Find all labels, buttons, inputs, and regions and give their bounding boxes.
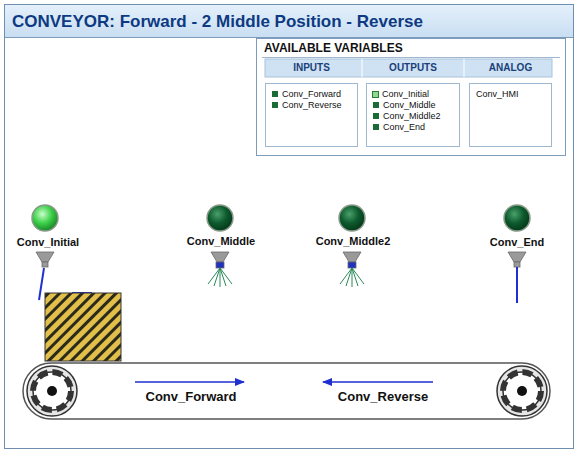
inputs-list: INPUTSConv_ForwardConv_Reverse [265,83,358,147]
variable-name: Conv_HMI [476,89,547,100]
indicator-lamps [32,205,530,231]
sensor-spray [208,268,364,287]
status-square [272,91,278,97]
column-header-band [265,59,552,77]
variables-panel [257,39,566,156]
conveyor-wheel [497,366,547,416]
analog-list: ANALOGConv_HMI [469,83,552,147]
variable-name: Conv_Reverse [272,100,353,111]
reverse-arrow [323,381,433,383]
status-square [373,113,379,119]
signal-label: Conv_Initial [17,236,79,248]
status-square [272,102,278,108]
status-square [373,102,379,108]
status-square [373,124,379,130]
status-square [373,92,378,97]
band-divider [362,59,363,77]
variable-name: Conv_Middle [373,100,455,111]
column-heading: INPUTS [266,62,357,73]
forward-arrow [135,381,244,383]
direction-label: Conv_Reverse [338,389,428,404]
conveyor-wheel [27,366,77,416]
title-text: CONVEYOR: Forward - 2 Middle Position - … [12,12,423,32]
variable-name: Conv_Middle2 [373,111,455,122]
sensor-heads [36,252,526,268]
outputs-list: OUTPUTSConv_InitialConv_MiddleConv_Middl… [366,83,460,147]
column-heading: ANALOG [470,62,551,73]
window-frame [5,5,574,449]
variable-name: Conv_Forward [272,89,353,100]
signal-label: Conv_Middle2 [316,235,391,247]
signal-label: Conv_End [490,236,544,248]
title-bar: CONVEYOR: Forward - 2 Middle Position - … [5,5,573,38]
band-divider [464,59,465,77]
variable-name: Conv_End [373,122,455,133]
panel-rule [262,57,560,58]
carton [45,293,121,361]
variable-name: Conv_Initial [373,89,455,100]
column-heading: OUTPUTS [367,62,459,73]
direction-label: Conv_Forward [145,389,236,404]
signal-label: Conv_Middle [187,235,255,247]
conveyor-belt [23,363,550,419]
variables-panel: AVAILABLE VARIABLESINPUTSConv_ForwardCon… [256,38,566,156]
panel-heading: AVAILABLE VARIABLES [264,41,403,55]
